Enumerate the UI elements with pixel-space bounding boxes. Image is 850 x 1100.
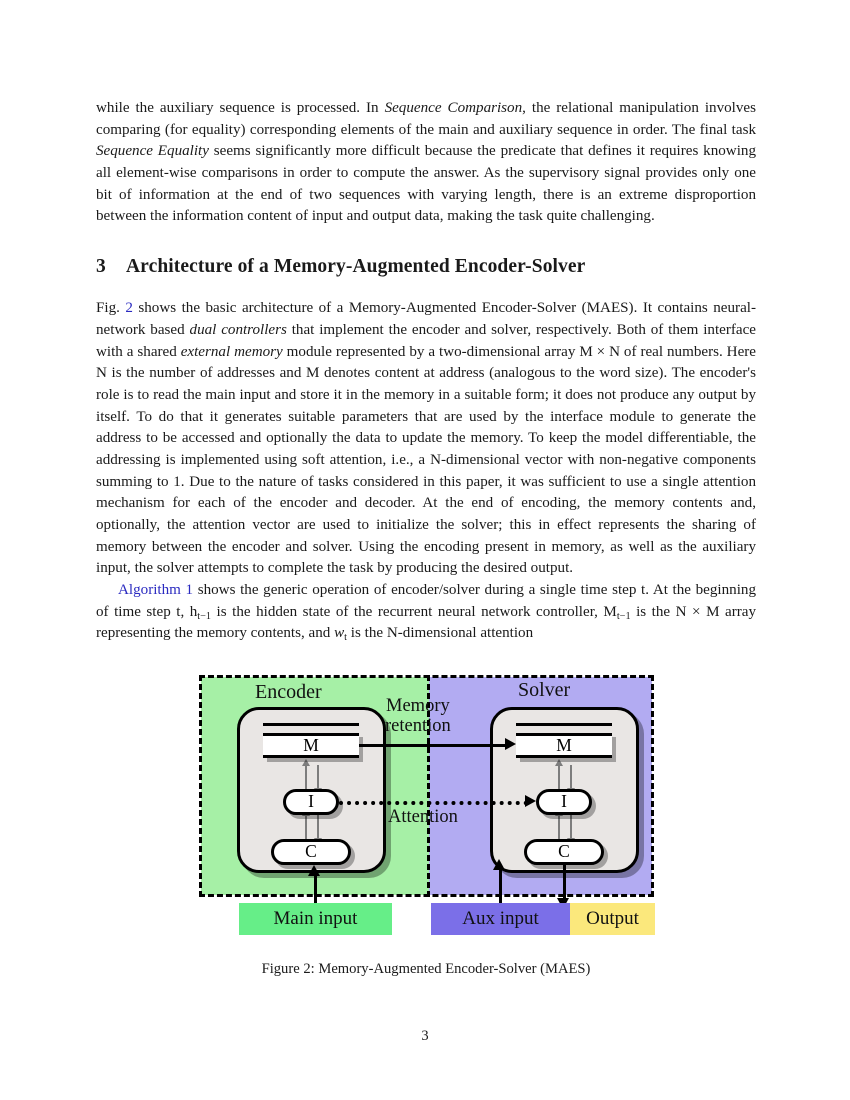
attention-dotted-line [339, 800, 528, 805]
paragraph-3-text-b: is the hidden state of the recurrent neu… [211, 603, 617, 620]
spacer-after-heading [96, 279, 756, 298]
solver-arrow-c-to-i [554, 808, 563, 839]
paragraph-2-text-b: shows the basic architecture of a Memory… [96, 300, 756, 338]
task-name-sequence-equality: Sequence Equality [96, 143, 209, 160]
paragraph-3-text-c: is the N × M array representing the memo… [96, 603, 756, 642]
encoder-title: Encoder [255, 680, 322, 703]
figure-reference-link[interactable]: 2 [125, 300, 133, 317]
figure-2: Encoder Solver M I C M I [96, 669, 756, 978]
solver-controller-node: C [524, 838, 604, 865]
output-line [563, 864, 566, 903]
paragraph-architecture: Fig. 2 shows the basic architecture of a… [96, 298, 756, 580]
section-title: Architecture of a Memory-Augmented Encod… [126, 255, 586, 277]
page-number: 3 [421, 1028, 429, 1044]
solver-arrow-i-to-c [566, 814, 575, 845]
subscript-t-minus-1-m: t−1 [616, 610, 631, 622]
paragraph-2-text-c: that implement the encoder and solver, r… [96, 321, 756, 360]
paragraph-1-text-b: , the relational manipulation involves c… [96, 100, 756, 138]
paragraph-2-text-a: Fig. [96, 300, 126, 317]
page-content: while the auxiliary sequence is processe… [96, 98, 756, 978]
memory-retention-label-line2: retention [385, 715, 451, 736]
figure-diagram: Encoder Solver M I C M I [191, 669, 661, 947]
aux-input-box: Aux input [431, 902, 570, 935]
variable-w: w [334, 625, 345, 642]
section-heading: 3 Architecture of a Memory-Augmented Enco… [96, 255, 756, 279]
attention-label: Attention [388, 806, 458, 827]
memory-retention-line [359, 743, 507, 747]
encoder-arrow-c-to-i [301, 808, 310, 839]
solver-interface-node: I [536, 788, 592, 815]
output-box: Output [570, 902, 655, 935]
encoder-arrow-i-to-m [301, 758, 310, 789]
aux-input-line [499, 864, 502, 903]
solver-memory-node: M [516, 732, 612, 758]
figure-caption: Figure 2: Memory-Augmented Encoder-Solve… [261, 960, 591, 977]
solver-arrow-i-to-m [554, 758, 563, 789]
paragraph-1-text-c: seems significantly more difficult becau… [96, 143, 756, 225]
solver-memory-top-rule [516, 722, 612, 726]
main-input-arrowhead [308, 864, 320, 876]
solver-title: Solver [518, 678, 571, 701]
attention-arrowhead [525, 794, 536, 807]
paragraph-continuation: while the auxiliary sequence is processe… [96, 98, 756, 228]
memory-retention-arrowhead [505, 737, 516, 750]
encoder-memory-node: M [263, 732, 359, 758]
memory-retention-label-line1: Memory [386, 695, 450, 716]
subscript-t-minus-1-h: t−1 [197, 610, 212, 622]
section-number: 3 [96, 255, 106, 277]
algorithm-reference-link[interactable]: Algorithm 1 [118, 581, 194, 598]
solver-arrow-m-to-i [566, 764, 575, 795]
term-external-memory: external memory [180, 343, 283, 360]
main-input-box: Main input [239, 902, 392, 935]
encoder-arrow-i-to-c [313, 814, 322, 845]
subscript-t-w: t [344, 632, 348, 644]
aux-input-arrowhead [493, 858, 505, 870]
spacer-before-heading [96, 228, 756, 255]
main-input-line [314, 870, 317, 903]
encoder-controller-node: C [271, 838, 351, 865]
paragraph-2-text-d: module represented by a two-dimensional … [96, 343, 756, 577]
term-dual-controllers: dual controllers [189, 321, 287, 338]
paragraph-algorithm: Algorithm 1 shows the generic operation … [96, 580, 756, 645]
paragraph-1-text-a: while the auxiliary sequence is processe… [96, 100, 385, 116]
paragraph-3-text-a: shows the generic operation of encoder/s… [96, 581, 756, 620]
task-name-sequence-comparison: Sequence Comparison [384, 100, 523, 116]
encoder-memory-top-rule [263, 722, 359, 726]
encoder-interface-node: I [283, 788, 339, 815]
paragraph-3-text-d: is the N-dimensional attention [347, 625, 534, 642]
panel-divider-dashed [427, 674, 430, 897]
encoder-arrow-m-to-i [313, 764, 322, 795]
